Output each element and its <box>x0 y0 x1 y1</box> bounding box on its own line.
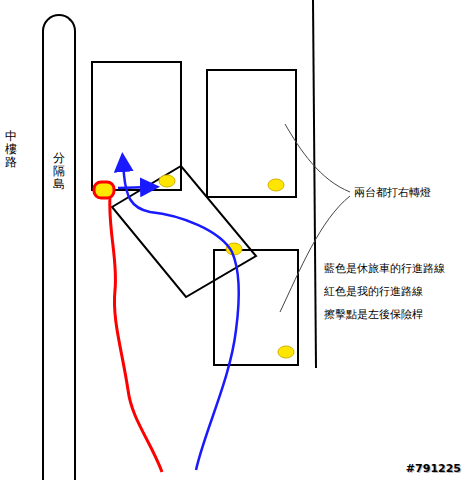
car-box <box>207 70 296 197</box>
island-label: 分隔島 <box>53 152 65 192</box>
curb-line <box>313 0 316 368</box>
note-text: 擦擊點是左後保險桿 <box>324 308 423 321</box>
turn-light <box>278 346 294 358</box>
car-box <box>92 62 181 190</box>
watermark: #791225 <box>406 462 461 475</box>
turn-light <box>268 179 284 191</box>
leader-line <box>285 124 350 192</box>
divider-island: 分隔島 <box>42 14 76 480</box>
note-text: 藍色是休旅車的行進路線 <box>324 262 445 275</box>
blue-arrow <box>118 187 150 188</box>
suv-box <box>112 166 256 297</box>
note-text: 兩台都打右轉燈 <box>354 186 431 199</box>
impact-point <box>94 182 114 198</box>
car-box <box>214 250 298 365</box>
blue-path <box>123 162 239 470</box>
turn-light <box>159 175 175 187</box>
note-text: 紅色是我的行進路線 <box>324 285 423 298</box>
road-name: 中樓路 <box>5 130 17 170</box>
red-path <box>110 196 162 472</box>
